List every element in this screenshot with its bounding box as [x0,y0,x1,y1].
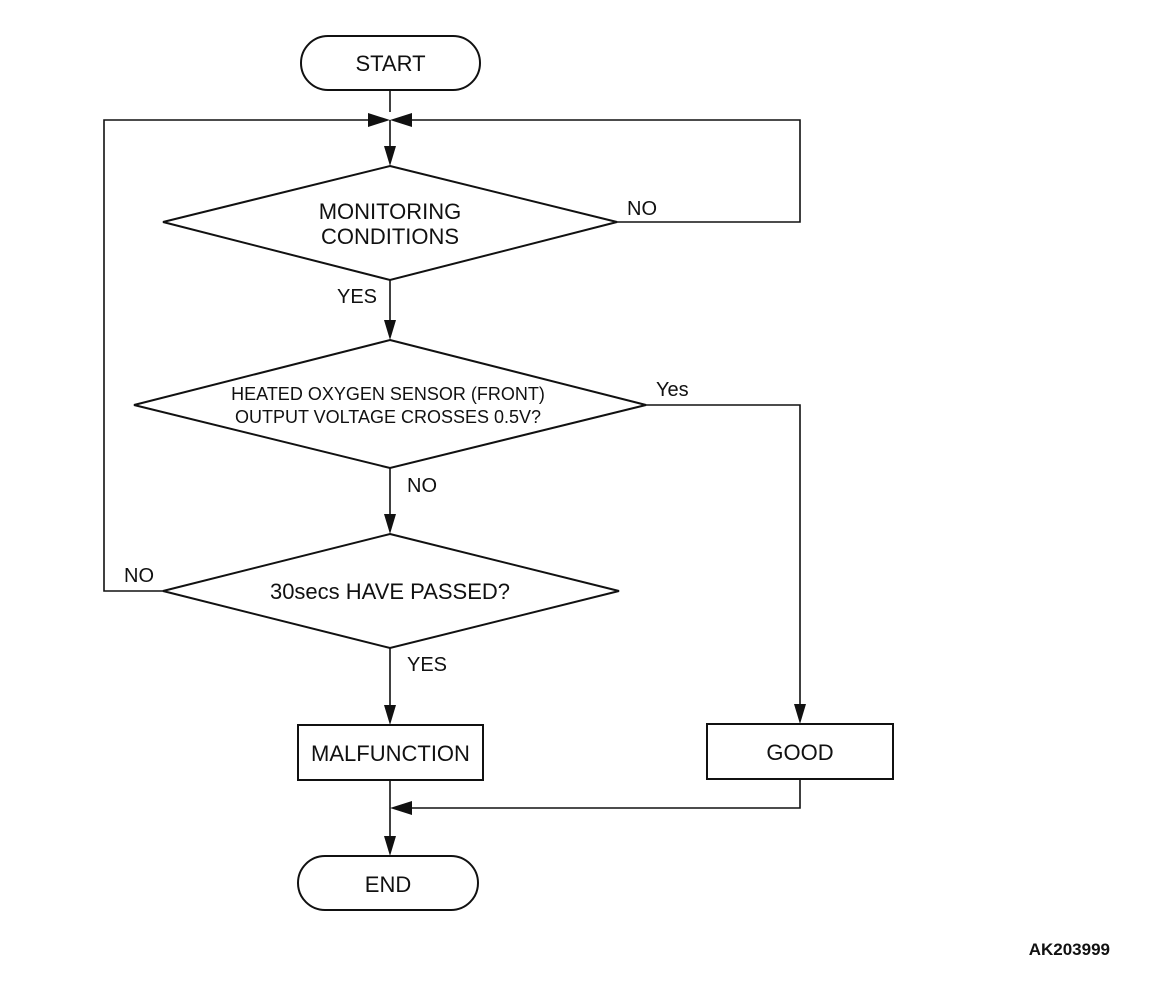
good-box [706,723,894,780]
label-monitoring-yes: YES [337,286,377,308]
monitoring-line-2: CONDITIONS [321,224,459,249]
good-label: GOOD [766,740,833,765]
arrow-to-monitoring [384,146,396,166]
label-voltage-no: NO [407,475,437,497]
decision-sensor-voltage [133,338,647,470]
arrow-to-malfunction [384,705,396,725]
monitoring-line-1: MONITORING [319,199,462,224]
malfunction-label: MALFUNCTION [311,741,470,766]
voltage-line-2: OUTPUT VOLTAGE CROSSES 0.5V? [235,407,541,427]
loop-time-no [103,119,368,592]
arrow-to-time [384,514,396,534]
connector-voltage-yes [646,404,801,706]
start-label: START [355,51,425,76]
label-time-no: NO [124,565,154,587]
arrow-to-end [384,836,396,856]
end-label: END [365,872,411,897]
label-time-yes: YES [407,654,447,676]
end-terminal [297,855,479,911]
time-label: 30secs HAVE PASSED? [270,579,510,604]
arrow-to-good [794,704,806,724]
merge-arrow-left [368,113,390,127]
loop-monitoring-no [412,119,801,223]
arrow-good-merge [390,801,412,815]
connector-good-merge [410,779,801,809]
arrow-to-voltage [384,320,396,340]
label-voltage-yes: Yes [656,379,689,401]
figure-code: AK203999 [1029,940,1110,959]
merge-arrow-right [390,113,412,127]
voltage-line-1: HEATED OXYGEN SENSOR (FRONT) [231,384,545,404]
label-monitoring-no: NO [627,198,657,220]
